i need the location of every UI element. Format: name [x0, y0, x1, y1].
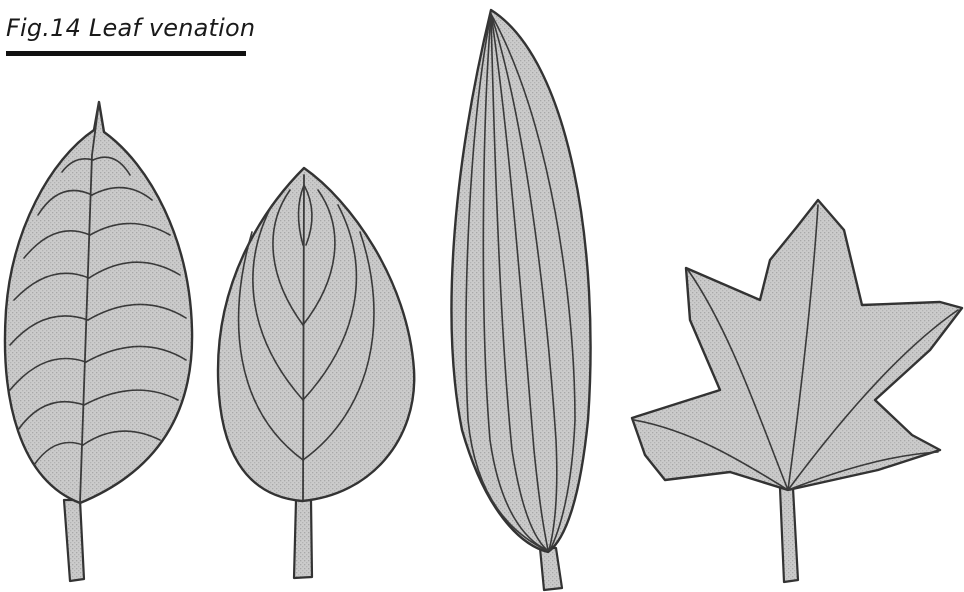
- arcuate-leaf: [218, 168, 414, 578]
- leaf-blade: [218, 168, 414, 501]
- palmate-leaf: [632, 200, 962, 582]
- pinnate-leaf: [5, 102, 192, 581]
- leaf-stalk: [294, 500, 312, 578]
- leaf-stalk: [540, 548, 562, 590]
- leaf-stalk: [780, 488, 798, 582]
- parallel-leaf: [452, 10, 591, 590]
- leaf-blade: [452, 10, 591, 552]
- leaf-stalk: [64, 500, 84, 581]
- leaf-blade: [632, 200, 962, 490]
- leaf-blade: [5, 102, 192, 503]
